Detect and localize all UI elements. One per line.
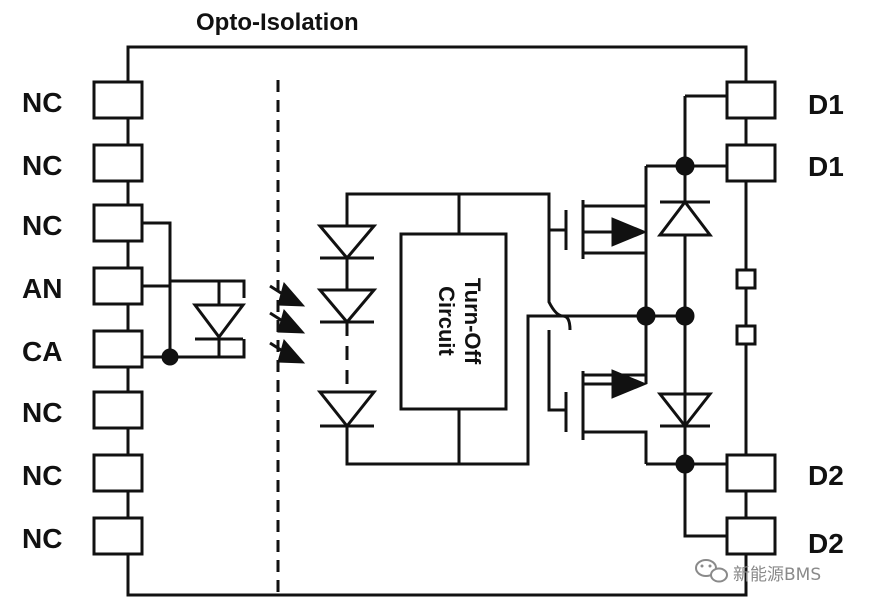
turnoff-circuit-label: Turn-Off Circuit bbox=[434, 278, 485, 365]
upper-mosfet bbox=[581, 166, 648, 316]
photodiode-icon-3 bbox=[316, 390, 378, 429]
output-diode-icon-upper bbox=[656, 199, 714, 237]
left-pin-labels: NC NC NC AN CA NC NC NC bbox=[22, 87, 62, 554]
left-pin-label-6: NC bbox=[22, 397, 62, 428]
output-diode-icon-lower bbox=[656, 392, 714, 429]
light-emission-arrows bbox=[269, 281, 306, 364]
right-internal-rail bbox=[735, 181, 757, 455]
turnoff-label-line1: Turn-Off bbox=[460, 278, 485, 365]
turnoff-label-line2: Circuit bbox=[434, 286, 459, 356]
left-pin-4 bbox=[92, 266, 144, 306]
upper-mosfet-arrow-icon bbox=[611, 217, 648, 247]
watermark-text: 新能源BMS bbox=[733, 565, 821, 585]
lower-mosfet-arrow-icon bbox=[611, 369, 648, 399]
right-pin-d2-bottom bbox=[725, 516, 777, 556]
right-pin-d1-top bbox=[725, 80, 777, 120]
input-led-circuit bbox=[142, 221, 246, 366]
right-pin-d2-top bbox=[725, 453, 777, 493]
left-pin-label-8: NC bbox=[22, 523, 62, 554]
left-pin-label-2: NC bbox=[22, 150, 62, 181]
left-pin-3 bbox=[92, 203, 144, 243]
diagram-title: Opto-Isolation bbox=[196, 9, 359, 36]
photodiode-stack bbox=[316, 192, 551, 466]
wechat-icon bbox=[695, 559, 728, 583]
lower-mosfet bbox=[581, 316, 648, 464]
left-pin-label-4: AN bbox=[22, 273, 62, 304]
right-pin-labels: D1 D1 D2 D2 bbox=[808, 89, 844, 559]
left-pin-1 bbox=[92, 80, 144, 120]
left-pin-column bbox=[92, 80, 144, 556]
gate-wiring bbox=[547, 210, 646, 432]
turnoff-circuit-block bbox=[399, 232, 508, 411]
left-pin-5 bbox=[92, 329, 144, 369]
left-pin-label-1: NC bbox=[22, 87, 62, 118]
right-pin-label-1: D1 bbox=[808, 89, 844, 120]
left-pin-label-5: CA bbox=[22, 336, 62, 367]
left-pin-label-3: NC bbox=[22, 210, 62, 241]
output-diodes bbox=[636, 94, 727, 538]
input-diode-icon bbox=[192, 303, 246, 340]
left-pin-8 bbox=[92, 516, 144, 556]
right-pin-d1-bottom bbox=[725, 143, 777, 183]
right-pin-column bbox=[725, 80, 777, 556]
left-pin-label-7: NC bbox=[22, 460, 62, 491]
left-pin-7 bbox=[92, 453, 144, 493]
watermark: 新能源BMS bbox=[695, 559, 821, 585]
left-pin-2 bbox=[92, 143, 144, 183]
photodiode-icon-1 bbox=[316, 224, 378, 261]
photodiode-icon-2 bbox=[316, 288, 378, 325]
right-pin-label-3: D2 bbox=[808, 460, 844, 491]
right-pin-label-2: D1 bbox=[808, 151, 844, 182]
right-pin-label-4: D2 bbox=[808, 528, 844, 559]
left-pin-6 bbox=[92, 390, 144, 430]
